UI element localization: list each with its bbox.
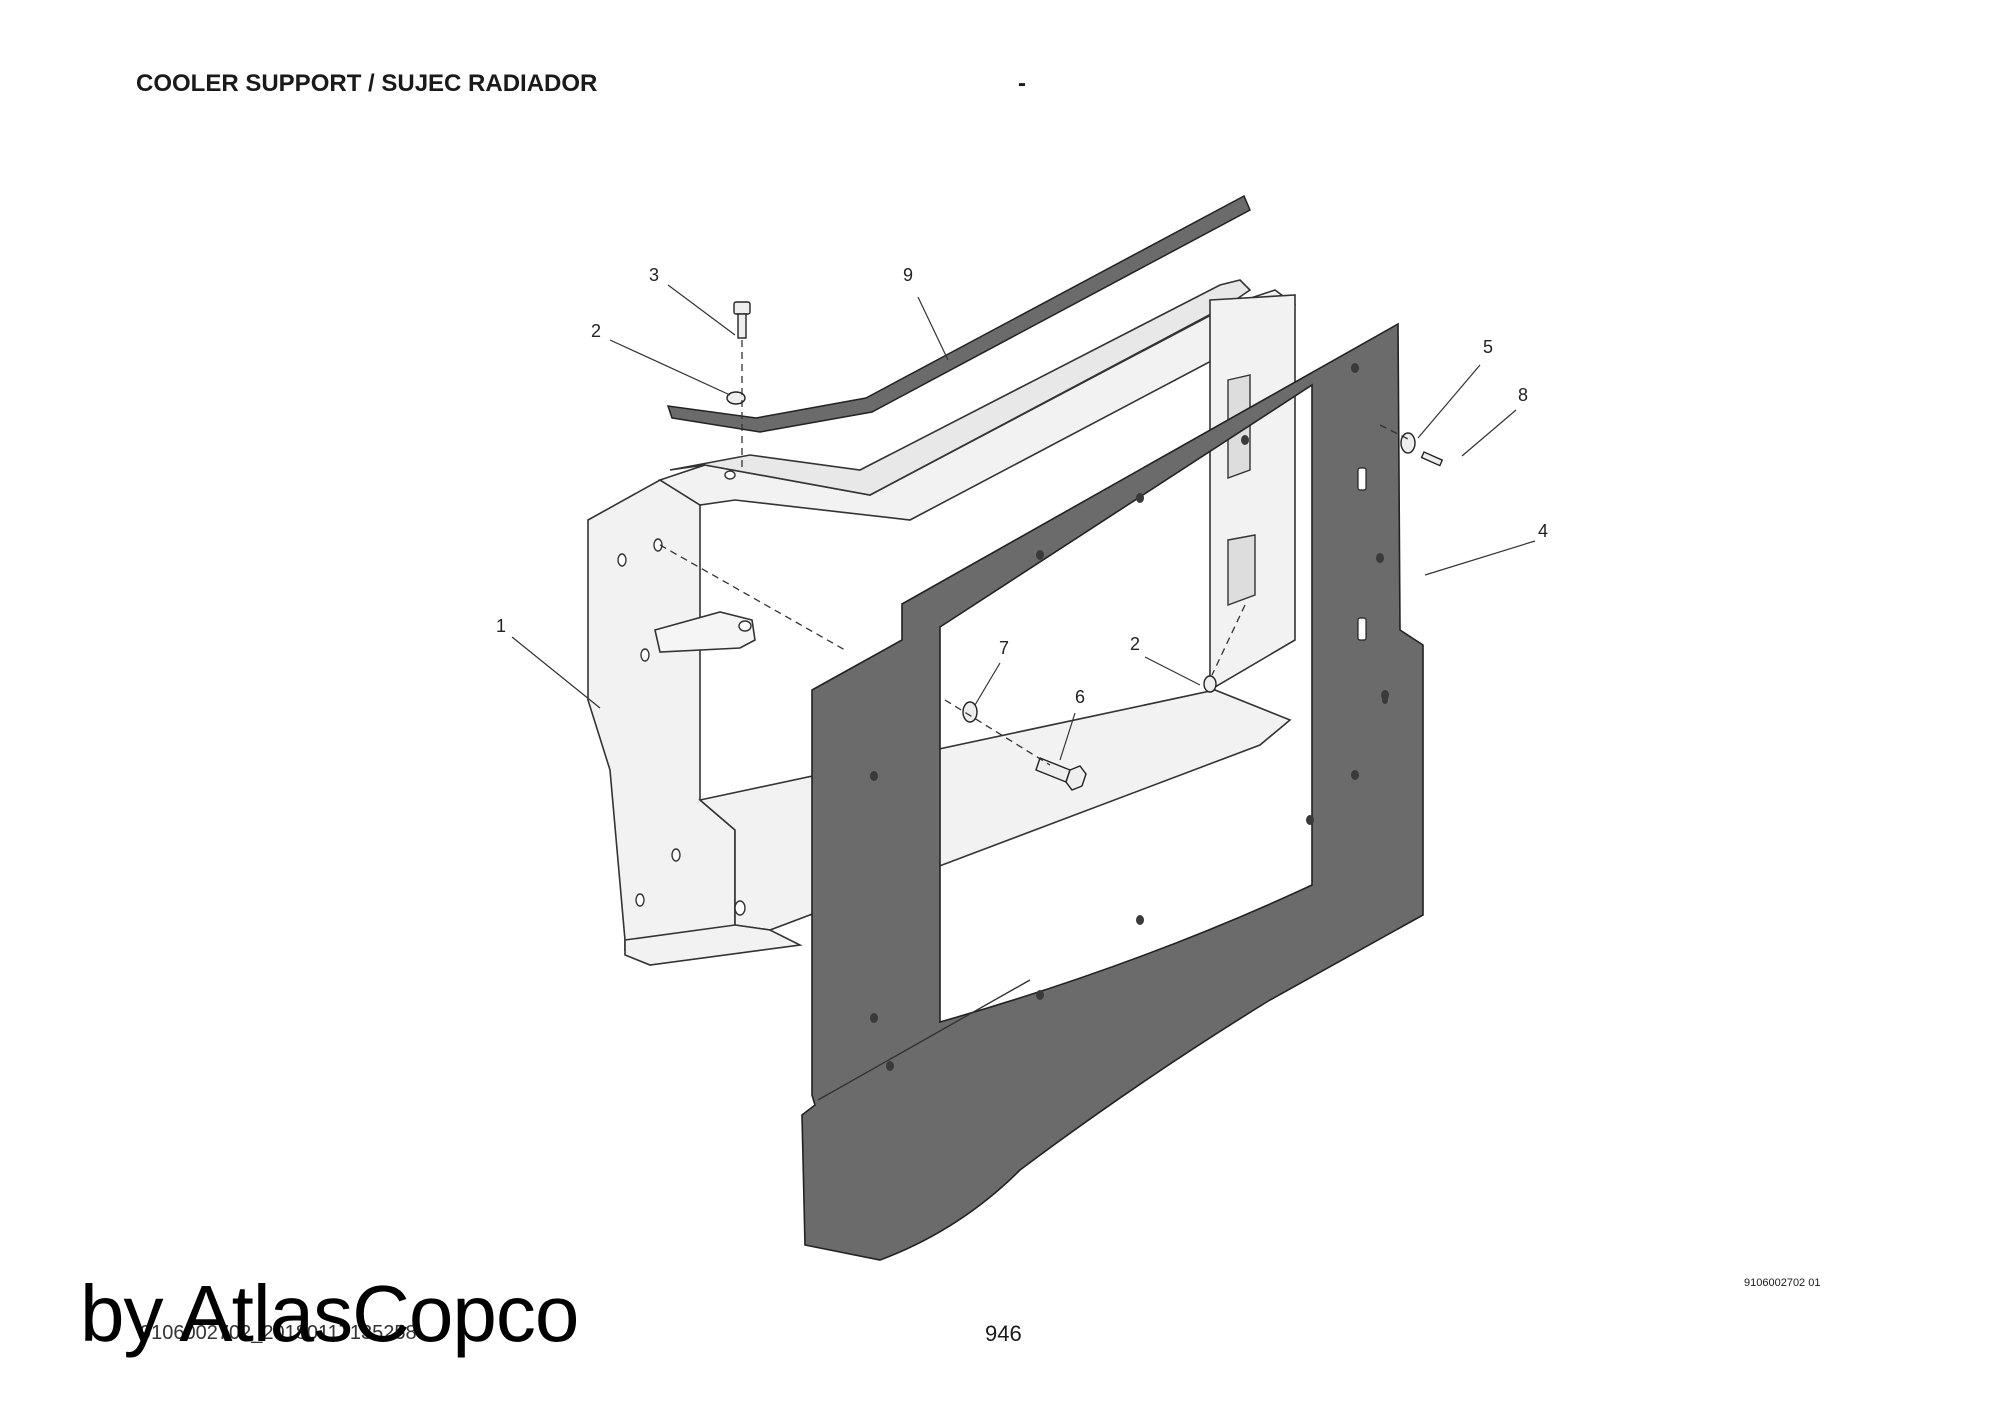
watermark: by AtlasCopco bbox=[80, 1269, 579, 1358]
document-reference: 9106002702_20180117135258 bbox=[140, 1322, 417, 1344]
seal-strip bbox=[666, 194, 1251, 433]
callout-5: 5 bbox=[1483, 337, 1493, 357]
assembly-lines bbox=[659, 340, 1411, 766]
dark-panel bbox=[801, 322, 1424, 1261]
callout-3: 3 bbox=[649, 265, 659, 285]
callout-7: 7 bbox=[999, 638, 1009, 658]
leader-lines bbox=[511, 284, 1536, 761]
fasteners bbox=[726, 301, 1444, 791]
callout-2-top: 2 bbox=[591, 321, 601, 341]
panel-slots bbox=[1357, 467, 1367, 641]
callout-6: 6 bbox=[1075, 687, 1085, 707]
drawing-id: 9106002702 01 bbox=[1744, 1277, 1821, 1289]
page-title: COOLER SUPPORT / SUJEC RADIADOR bbox=[136, 70, 598, 97]
panel-holes bbox=[870, 363, 1389, 1071]
callout-8: 8 bbox=[1518, 385, 1528, 405]
callout-2-bottom: 2 bbox=[1130, 634, 1140, 654]
callout-4: 4 bbox=[1538, 521, 1548, 541]
title-dash: - bbox=[1018, 70, 1026, 97]
frame-holes bbox=[617, 470, 752, 916]
callout-1: 1 bbox=[496, 616, 506, 636]
page-number: 946 bbox=[985, 1321, 1022, 1346]
callout-9: 9 bbox=[903, 265, 913, 285]
